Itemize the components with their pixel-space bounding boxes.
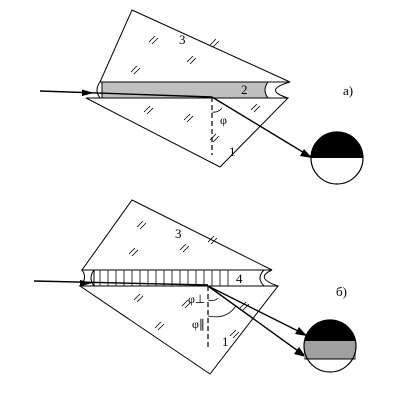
prism-bottom-label-a: 1 — [229, 144, 236, 159]
angle-arc-par-b — [207, 305, 237, 318]
reflected-arrowhead-a — [300, 149, 312, 158]
prism-top-a — [99, 9, 291, 83]
reflected-ray-a — [211, 96, 312, 158]
reflected-ray-perp-b — [207, 285, 307, 336]
film-right-meniscus-a — [264, 81, 291, 99]
angle-par-label-b: φ∥ — [192, 317, 205, 331]
panel-b: 3 4 1 φ⊥ φ∥ б) — [33, 199, 357, 375]
angle-arc-a — [211, 107, 223, 113]
film-label-a: 2 — [241, 82, 248, 97]
incident-arrowhead-a — [82, 89, 94, 96]
prism-top-label-b: 3 — [175, 226, 182, 241]
angle-perp-label-b: φ⊥ — [188, 292, 205, 306]
angle-arc-perp-b — [207, 297, 219, 302]
spot-dark-half-a — [311, 132, 363, 158]
film-right-meniscus-b — [259, 269, 279, 287]
angle-label-a: φ — [220, 113, 227, 127]
incident-arrowhead-b — [80, 280, 92, 287]
spot-gray-band-b — [304, 341, 356, 359]
incident-ray-b — [33, 280, 209, 286]
observation-spot-a — [310, 131, 364, 185]
observation-spot-b — [303, 319, 357, 373]
prism-bottom-b — [78, 285, 280, 375]
hatch-marks-a — [130, 35, 261, 143]
panel-label-a: а) — [343, 83, 353, 98]
spot-circle-b — [303, 319, 357, 373]
spot-dark-cap-b — [304, 320, 356, 341]
spot-circle-a — [310, 131, 364, 185]
panel-label-b: б) — [336, 284, 347, 299]
prism-bottom-label-b: 1 — [222, 334, 229, 349]
hatch-marks-b — [128, 220, 250, 339]
incident-ray-a — [39, 90, 213, 98]
reflected-arrowhead-perp-b — [295, 327, 307, 336]
prism-top-label-a: 3 — [179, 32, 186, 47]
reflected-arrowhead-par-b — [294, 347, 306, 357]
panel-a: 3 2 1 φ а) — [39, 9, 364, 185]
reflected-ray-par-b — [207, 285, 306, 357]
film-label-b: 4 — [236, 271, 243, 286]
film-left-meniscus-a — [96, 81, 103, 99]
